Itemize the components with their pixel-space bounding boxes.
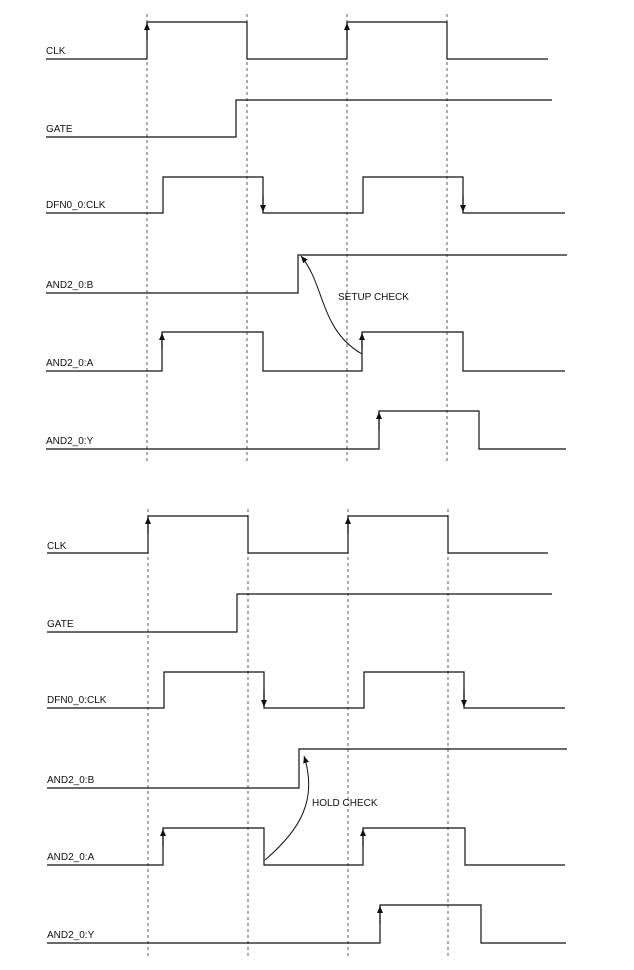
hold-check-arrow: [264, 755, 310, 861]
waveform-clk: [46, 21, 548, 60]
hold-check-panel: CLK GATE DFN0_0:CLK AND2_0:B AND2_0:A AN…: [47, 509, 567, 958]
signal-label-and2-b: AND2_0:B: [46, 280, 94, 291]
signal-label-gate: GATE: [47, 619, 74, 630]
signal-label-gate: GATE: [46, 124, 73, 135]
signal-label-dfn0-clk: DFN0_0:CLK: [47, 695, 107, 706]
waveform-and2-b: [46, 254, 567, 294]
signal-label-and2-b: AND2_0:B: [47, 775, 95, 786]
hold-check-label: HOLD CHECK: [312, 798, 378, 809]
signal-label-clk: CLK: [47, 541, 67, 552]
signal-label-clk: CLK: [46, 46, 66, 57]
waveform-and2-b: [47, 748, 567, 789]
waveform-dfn0-clk: [47, 671, 565, 709]
waveform-and2-a: [47, 827, 565, 866]
waveform-and2-y: [46, 410, 566, 450]
signal-label-and2-a: AND2_0:A: [47, 852, 95, 863]
setup-check-panel: CLK GATE DFN0_0:CLK AND2_0:B AND2_0:A AN…: [46, 14, 567, 463]
waveform-and2-a: [46, 331, 565, 372]
signal-label-and2-y: AND2_0:Y: [46, 436, 94, 447]
waveform-gate: [46, 99, 552, 138]
waveform-and2-y: [47, 904, 566, 944]
waveform-dfn0-clk: [46, 176, 565, 214]
setup-check-label: SETUP CHECK: [338, 292, 409, 303]
signal-label-dfn0-clk: DFN0_0:CLK: [46, 200, 106, 211]
waveform-clk: [47, 515, 548, 554]
waveform-gate: [47, 593, 552, 633]
signal-label-and2-y: AND2_0:Y: [47, 930, 95, 941]
signal-label-and2-a: AND2_0:A: [46, 358, 94, 369]
setup-check-arrow: [300, 255, 363, 355]
